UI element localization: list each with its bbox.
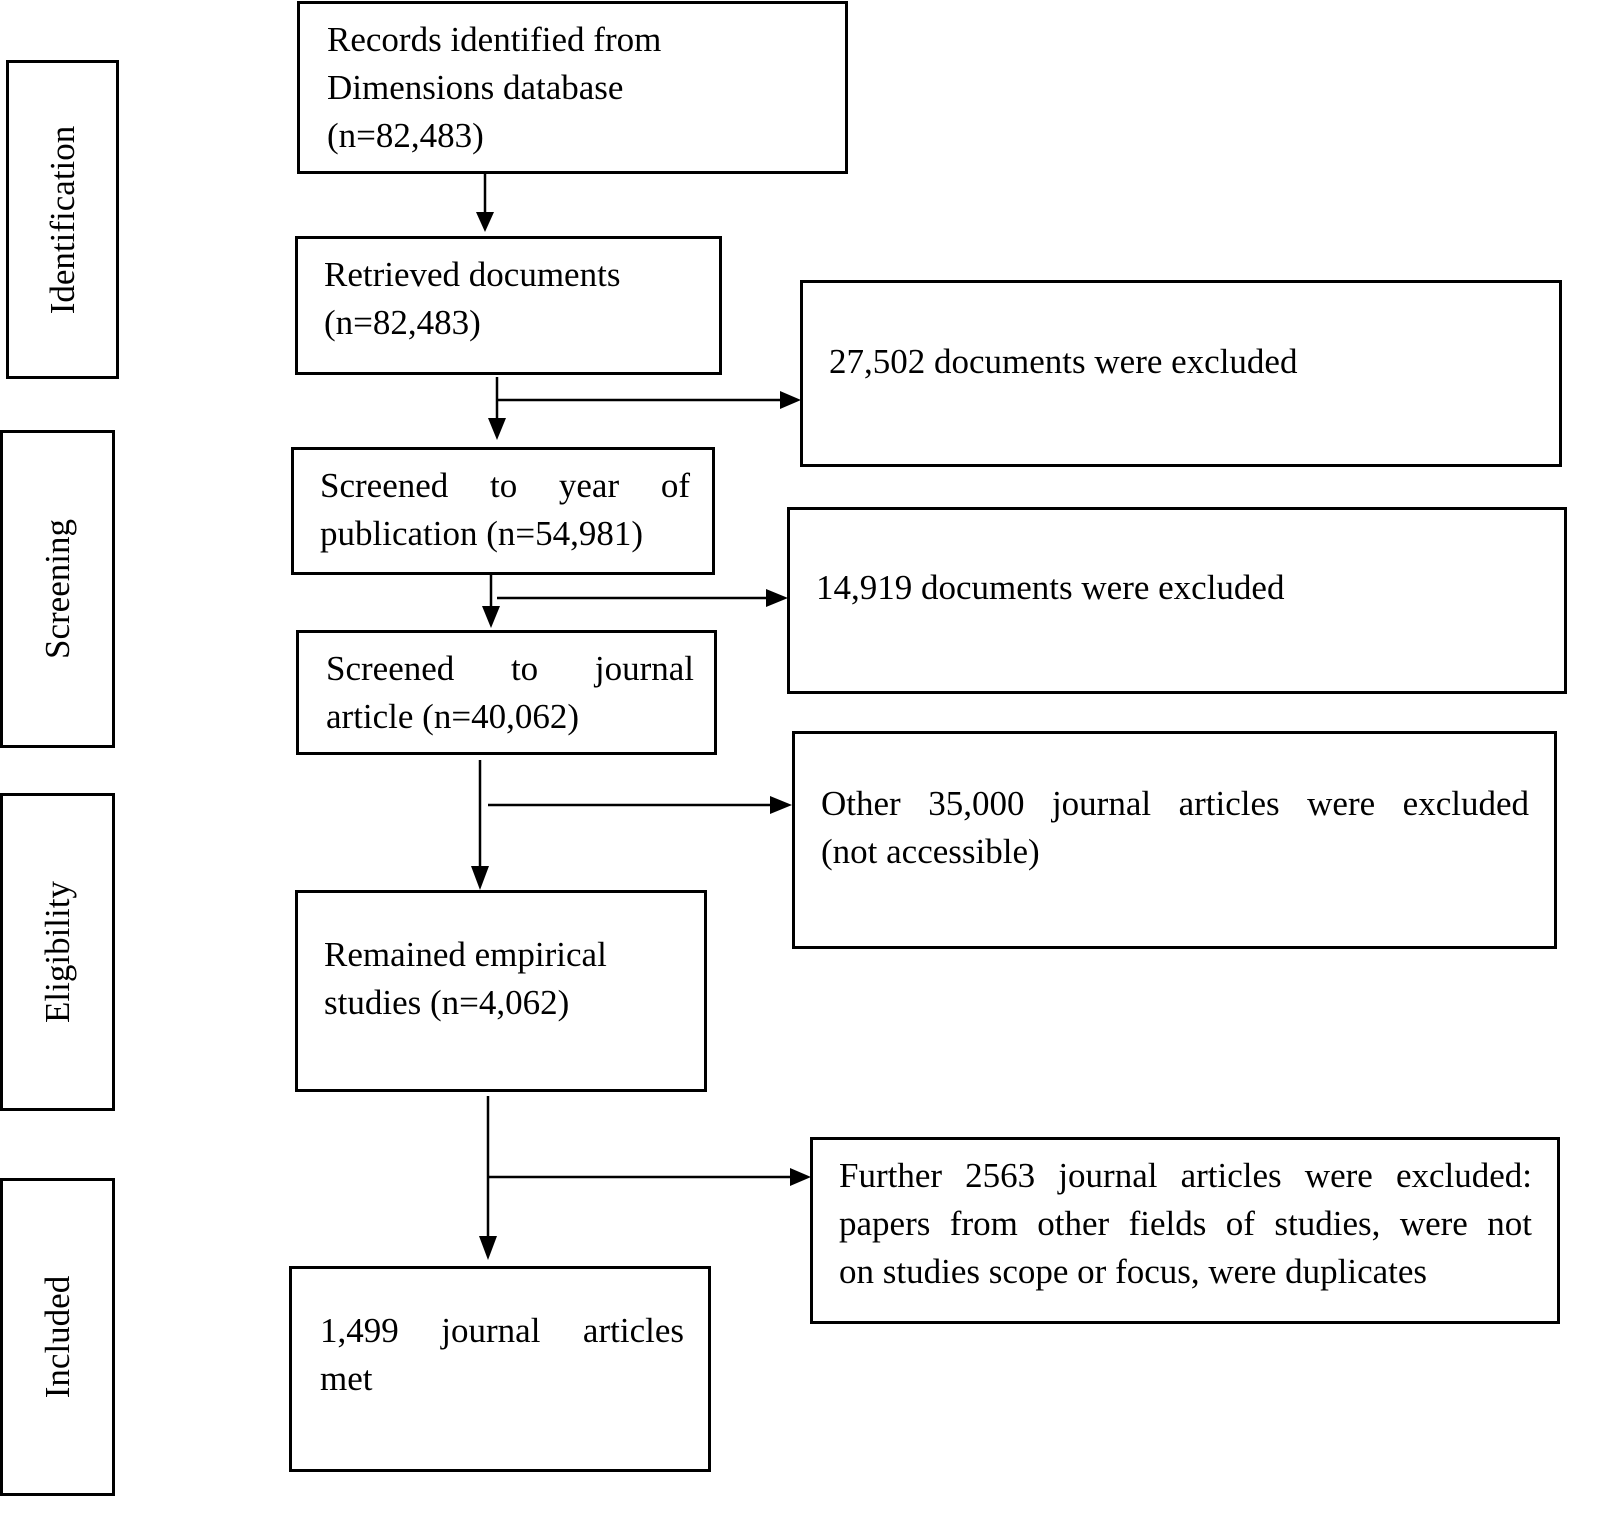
excluded-3-text: Other 35,000 journal articles were exclu… [821, 780, 1529, 876]
records-identified-line-2: Dimensions database [327, 68, 624, 107]
excluded-box-1: 27,502 documents were excluded [800, 280, 1562, 467]
phase-included: Included [0, 1178, 115, 1496]
excluded-box-3: Other 35,000 journal articles were exclu… [792, 731, 1557, 949]
screened-year-line-2: publication (n=54,981) [320, 514, 644, 553]
final-included-text: 1,499 journal articles met [320, 1307, 684, 1403]
arrowhead-9 [790, 1168, 811, 1186]
arrowhead-4 [482, 606, 500, 628]
screened-year-line-1: Screened to year of [320, 466, 690, 505]
retrieved-line-2: (n=82,483) [324, 303, 481, 342]
remained-empirical-line-1: Remained empirical [324, 935, 607, 974]
phase-screening: Screening [0, 430, 115, 748]
remained-empirical-box: Remained empirical studies (n=4,062) [295, 890, 707, 1092]
records-identified-line-1: Records identified from [327, 20, 662, 59]
remained-empirical-line-2: studies (n=4,062) [324, 983, 570, 1022]
arrowhead-6 [471, 866, 489, 890]
final-included-line-2: met [320, 1359, 373, 1398]
excluded-4-line-2: papers from other fields of studies, wer… [839, 1204, 1532, 1243]
arrowhead-3 [780, 391, 801, 409]
screened-journal-line-1: Screened to journal [326, 649, 694, 688]
records-identified-text: Records identified from Dimensions datab… [327, 16, 661, 160]
retrieved-documents-box: Retrieved documents (n=82,483) [295, 236, 722, 375]
excluded-3-line-2: (not accessible) [821, 832, 1040, 871]
excluded-4-line-1: Further 2563 journal articles were exclu… [839, 1156, 1532, 1195]
excluded-box-2: 14,919 documents were excluded [787, 507, 1567, 694]
arrowhead-8 [479, 1236, 497, 1260]
screened-journal-box: Screened to journal article (n=40,062) [296, 630, 717, 755]
retrieved-documents-text: Retrieved documents (n=82,483) [324, 251, 620, 347]
screened-year-text: Screened to year of publication (n=54,98… [320, 462, 690, 558]
arrowhead-7 [770, 796, 792, 814]
screened-year-box: Screened to year of publication (n=54,98… [291, 447, 715, 575]
records-identified-line-3: (n=82,483) [327, 116, 484, 155]
screened-journal-line-2: article (n=40,062) [326, 697, 579, 736]
arrowhead-2 [488, 418, 506, 440]
arrowhead-5 [766, 589, 788, 607]
excluded-box-4: Further 2563 journal articles were exclu… [810, 1137, 1560, 1324]
excluded-3-line-1: Other 35,000 journal articles were exclu… [821, 784, 1529, 823]
excluded-4-text: Further 2563 journal articles were exclu… [839, 1152, 1532, 1296]
final-included-box: 1,499 journal articles met [289, 1266, 711, 1472]
final-included-line-1: 1,499 journal articles [320, 1311, 684, 1350]
records-identified-box: Records identified from Dimensions datab… [297, 1, 848, 174]
screened-journal-text: Screened to journal article (n=40,062) [326, 645, 694, 741]
phase-eligibility: Eligibility [0, 793, 115, 1111]
arrowhead-1 [476, 212, 494, 232]
remained-empirical-text: Remained empirical studies (n=4,062) [324, 931, 607, 1027]
excluded-1-text: 27,502 documents were excluded [829, 342, 1298, 381]
excluded-4-line-3: on studies scope or focus, were duplicat… [839, 1252, 1428, 1291]
retrieved-line-1: Retrieved documents [324, 255, 621, 294]
excluded-2-text: 14,919 documents were excluded [816, 568, 1285, 607]
phase-identification: Identification [6, 60, 119, 379]
